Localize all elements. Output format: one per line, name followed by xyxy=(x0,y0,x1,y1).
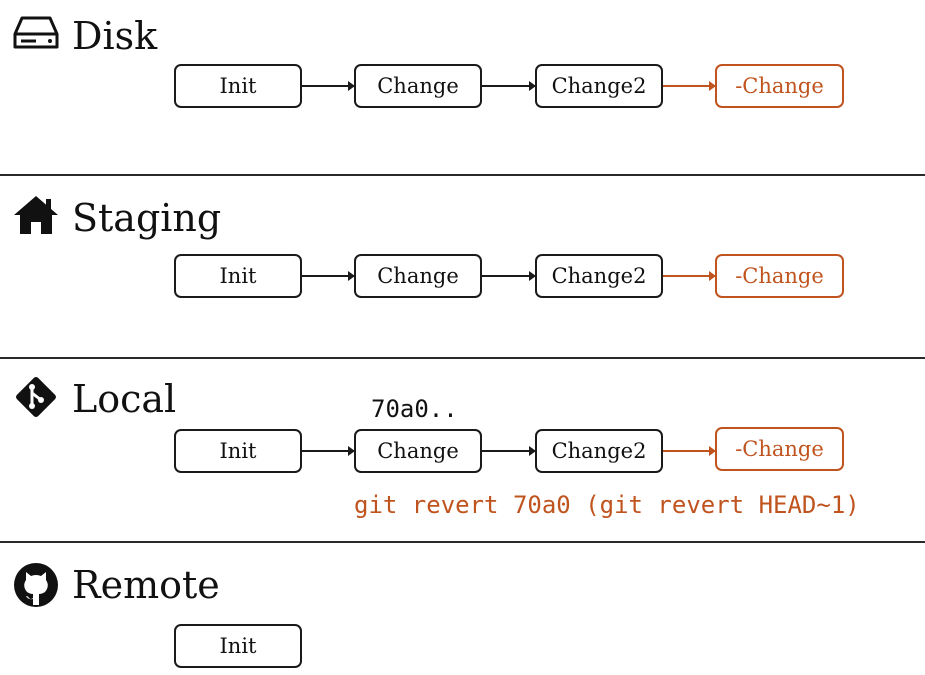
git-icon xyxy=(12,373,60,425)
local-node-revert: -Change xyxy=(715,427,844,471)
commit-hash-label: 70a0.. xyxy=(371,395,458,423)
disk-node-init: Init xyxy=(174,64,302,108)
staging-arrow-3 xyxy=(663,271,716,281)
local-title: Local xyxy=(72,377,177,421)
local-arrow-2 xyxy=(482,446,536,456)
remote-title: Remote xyxy=(72,563,220,607)
divider-1 xyxy=(0,174,925,176)
local-arrow-1 xyxy=(302,446,355,456)
disk-arrow-2 xyxy=(482,81,536,91)
disk-node-change: Change xyxy=(354,64,482,108)
hard-drive-icon xyxy=(12,14,60,56)
disk-arrow-3 xyxy=(663,81,716,91)
github-icon xyxy=(12,561,60,613)
remote-node-init: Init xyxy=(174,624,302,668)
local-arrow-3 xyxy=(663,446,716,456)
disk-section: Disk Init Change Change2 -Change xyxy=(0,0,925,175)
divider-3 xyxy=(0,541,925,543)
local-node-change2: Change2 xyxy=(535,429,663,473)
staging-title: Staging xyxy=(72,196,222,240)
house-icon xyxy=(12,194,60,240)
staging-arrow-2 xyxy=(482,271,536,281)
staging-node-change2: Change2 xyxy=(535,254,663,298)
staging-node-init: Init xyxy=(174,254,302,298)
disk-node-revert: -Change xyxy=(715,64,844,108)
staging-arrow-1 xyxy=(302,271,355,281)
disk-node-change2: Change2 xyxy=(535,64,663,108)
local-node-change: Change xyxy=(354,429,482,473)
disk-title: Disk xyxy=(72,14,158,58)
divider-2 xyxy=(0,357,925,359)
revert-command: git revert 70a0 (git revert HEAD~1) xyxy=(354,491,860,519)
disk-arrow-1 xyxy=(302,81,355,91)
local-node-init: Init xyxy=(174,429,302,473)
staging-section: Staging Init Change Change2 -Change xyxy=(0,176,925,358)
staging-node-revert: -Change xyxy=(715,254,844,298)
local-section: Local 70a0.. Init Change Change2 -Change… xyxy=(0,359,925,542)
staging-node-change: Change xyxy=(354,254,482,298)
remote-section: Remote Init xyxy=(0,543,925,675)
